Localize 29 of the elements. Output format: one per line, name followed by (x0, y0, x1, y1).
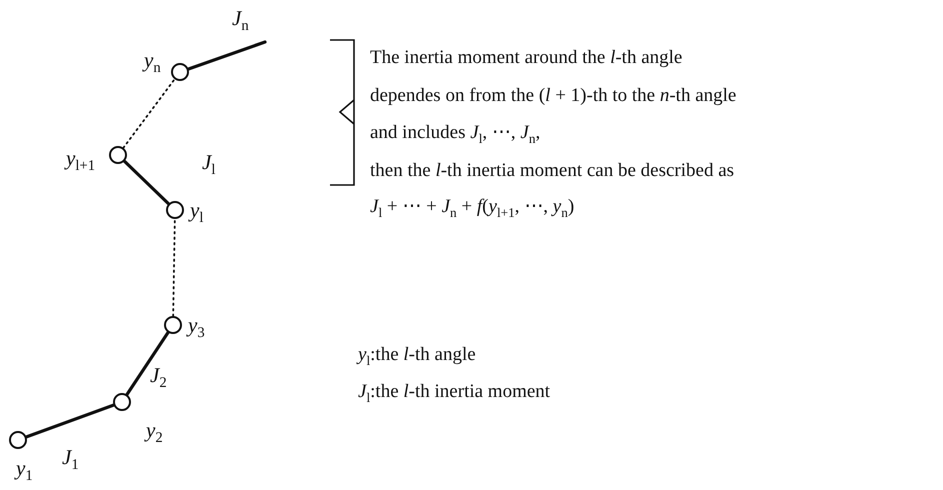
notation-note: y$_{l}$:the l-th angle (358, 345, 476, 368)
explanation-text: The inertia moment around the l-th angle (370, 48, 682, 67)
angle-label: y$_{2}$ (146, 420, 163, 446)
angle-label: y$_{l+1}$ (66, 148, 96, 174)
link-line (24, 403, 116, 439)
edge-label: J$_{l}$ (202, 152, 216, 178)
dotted-link (172, 218, 176, 317)
angle-label: y$_{l}$ (190, 200, 204, 226)
joint-circle (171, 63, 189, 81)
joint-circle (109, 146, 127, 164)
joint-circle (113, 393, 131, 411)
dotted-link (122, 78, 176, 149)
joint-circle (164, 316, 182, 334)
explanation-text: then the l-th inertia moment can be described as (370, 161, 734, 180)
angle-label: y$_{n}$ (144, 50, 161, 76)
explanation-text: J$_{l}$ + ⋯ + J$_{n}$ + f(y$_{l+1}$, ⋯, y$_{n}$) (370, 197, 574, 220)
notation-note: J$_{l}$:the l-th inertia moment (358, 382, 550, 404)
link-line (122, 160, 170, 206)
edge-label: J$_{1}$ (62, 447, 79, 473)
explanation-text: dependes on from the (l + 1)-th to the n-th angle (370, 86, 736, 105)
angle-label: y$_{3}$ (188, 315, 205, 341)
joint-circle (9, 431, 27, 449)
angle-label: y$_{1}$ (16, 458, 33, 484)
explanation-text: and includes J$_{l}$, ⋯, J$_{n}$, (370, 123, 540, 146)
edge-label: J$_{2}$ (150, 365, 167, 391)
edge-label: J$_{n}$ (232, 8, 249, 34)
link-line (125, 330, 170, 396)
joint-circle (166, 201, 184, 219)
link-line (186, 40, 267, 71)
